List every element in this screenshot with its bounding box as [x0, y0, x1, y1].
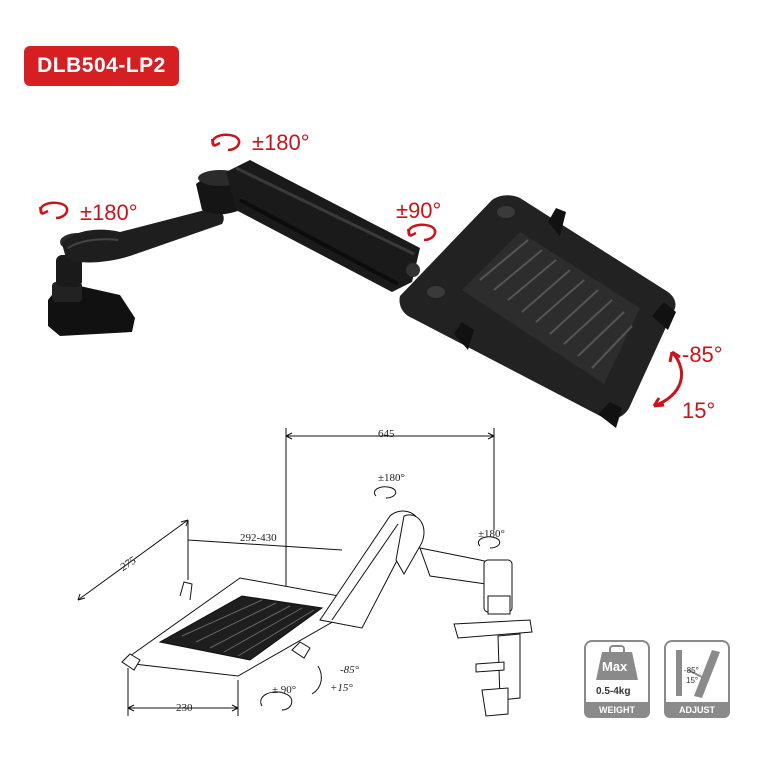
- elbow-rotation-label: ±180°: [252, 130, 310, 155]
- rotation-arrow-base: [38, 201, 69, 220]
- drawing-rotation-top: ±180°: [378, 472, 405, 484]
- desk-clamp: [48, 255, 135, 336]
- weight-range: 0.5-4kg: [596, 686, 631, 697]
- tilt-arrow: [652, 350, 684, 408]
- rotation-arrow-elbow: [210, 133, 241, 152]
- dimension-230: 230: [176, 702, 193, 714]
- tray-swivel-label: ±90°: [396, 198, 442, 223]
- dimension-292-430: 292-430: [240, 532, 277, 544]
- drawing-tilt-up: -85°: [340, 664, 360, 676]
- adjust-down-label: 15°: [686, 676, 699, 685]
- technical-drawing: [77, 428, 533, 717]
- adjust-spec-icon: -85° 15° ADJUST: [664, 640, 730, 718]
- adjust-caption: ADJUST: [664, 702, 730, 718]
- upper-arm: [226, 160, 420, 292]
- base-rotation-label: ±180°: [80, 200, 138, 225]
- adjust-up-label: -85°: [684, 666, 699, 675]
- drawing-tilt-down: +15°: [330, 682, 353, 694]
- weight-max-label: Max: [602, 659, 628, 674]
- lower-arm: [60, 208, 224, 263]
- tilt-adjust-icon: [676, 650, 720, 698]
- weight-icon: [596, 645, 638, 680]
- rotation-arrow-tray: [406, 223, 437, 242]
- weight-caption: WEIGHT: [584, 702, 650, 718]
- laptop-tray: [399, 195, 676, 428]
- tilt-down-label: 15°: [682, 398, 716, 423]
- drawing-rotation-right: ±180°: [478, 528, 505, 540]
- tilt-up-label: -85°: [682, 342, 723, 367]
- drawing-swivel: ± 90°: [272, 684, 297, 696]
- weight-spec-icon: Max 0.5-4kg WEIGHT: [584, 640, 650, 718]
- model-badge: DLB504-LP2: [24, 46, 179, 86]
- dimension-645: 645: [378, 428, 395, 440]
